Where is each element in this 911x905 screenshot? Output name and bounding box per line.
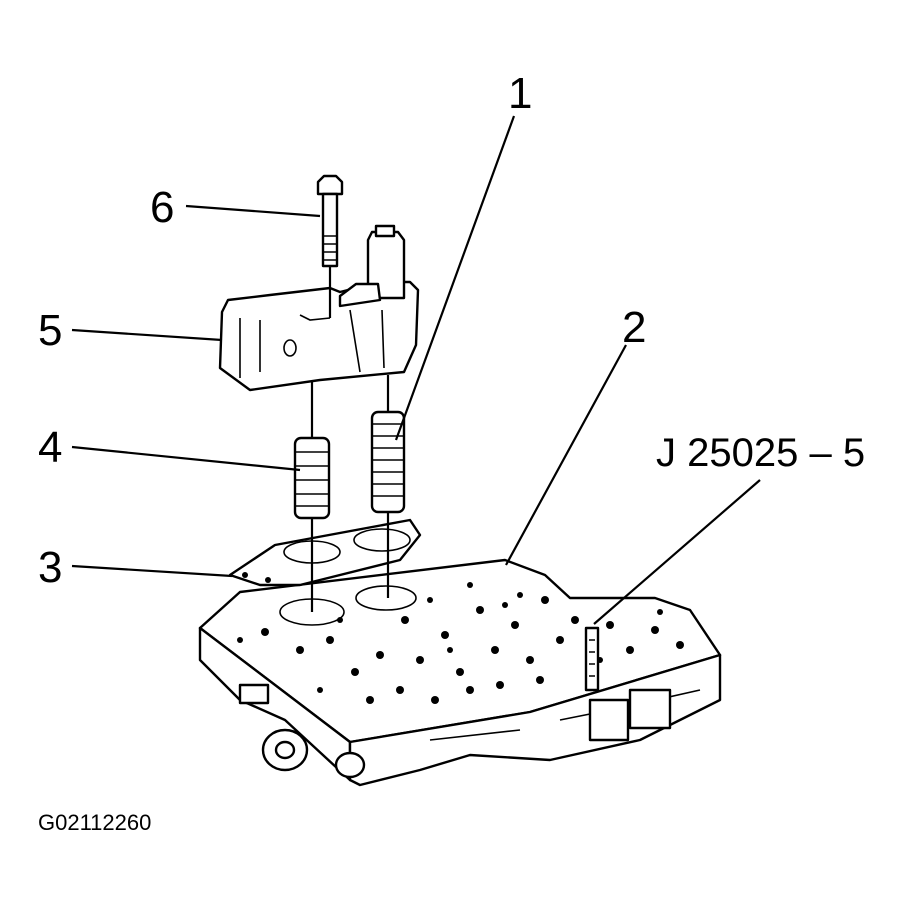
valve-body: [198, 558, 722, 787]
accumulator-housing: [218, 224, 420, 392]
callout-3: 3: [38, 543, 62, 592]
callout-6: 6: [150, 183, 174, 232]
tool-j25025-5: [584, 626, 600, 692]
callout-5: 5: [38, 306, 62, 355]
spring-4: [293, 375, 331, 612]
callout-1: 1: [508, 69, 532, 118]
bolt: [316, 174, 344, 318]
figure-id: G02112260: [38, 810, 151, 835]
leader-lines: [71, 115, 761, 625]
callout-2: 2: [622, 303, 646, 352]
gasket: [228, 518, 422, 587]
callout-4: 4: [38, 423, 62, 472]
tool-label: J 25025 – 5: [656, 431, 865, 475]
